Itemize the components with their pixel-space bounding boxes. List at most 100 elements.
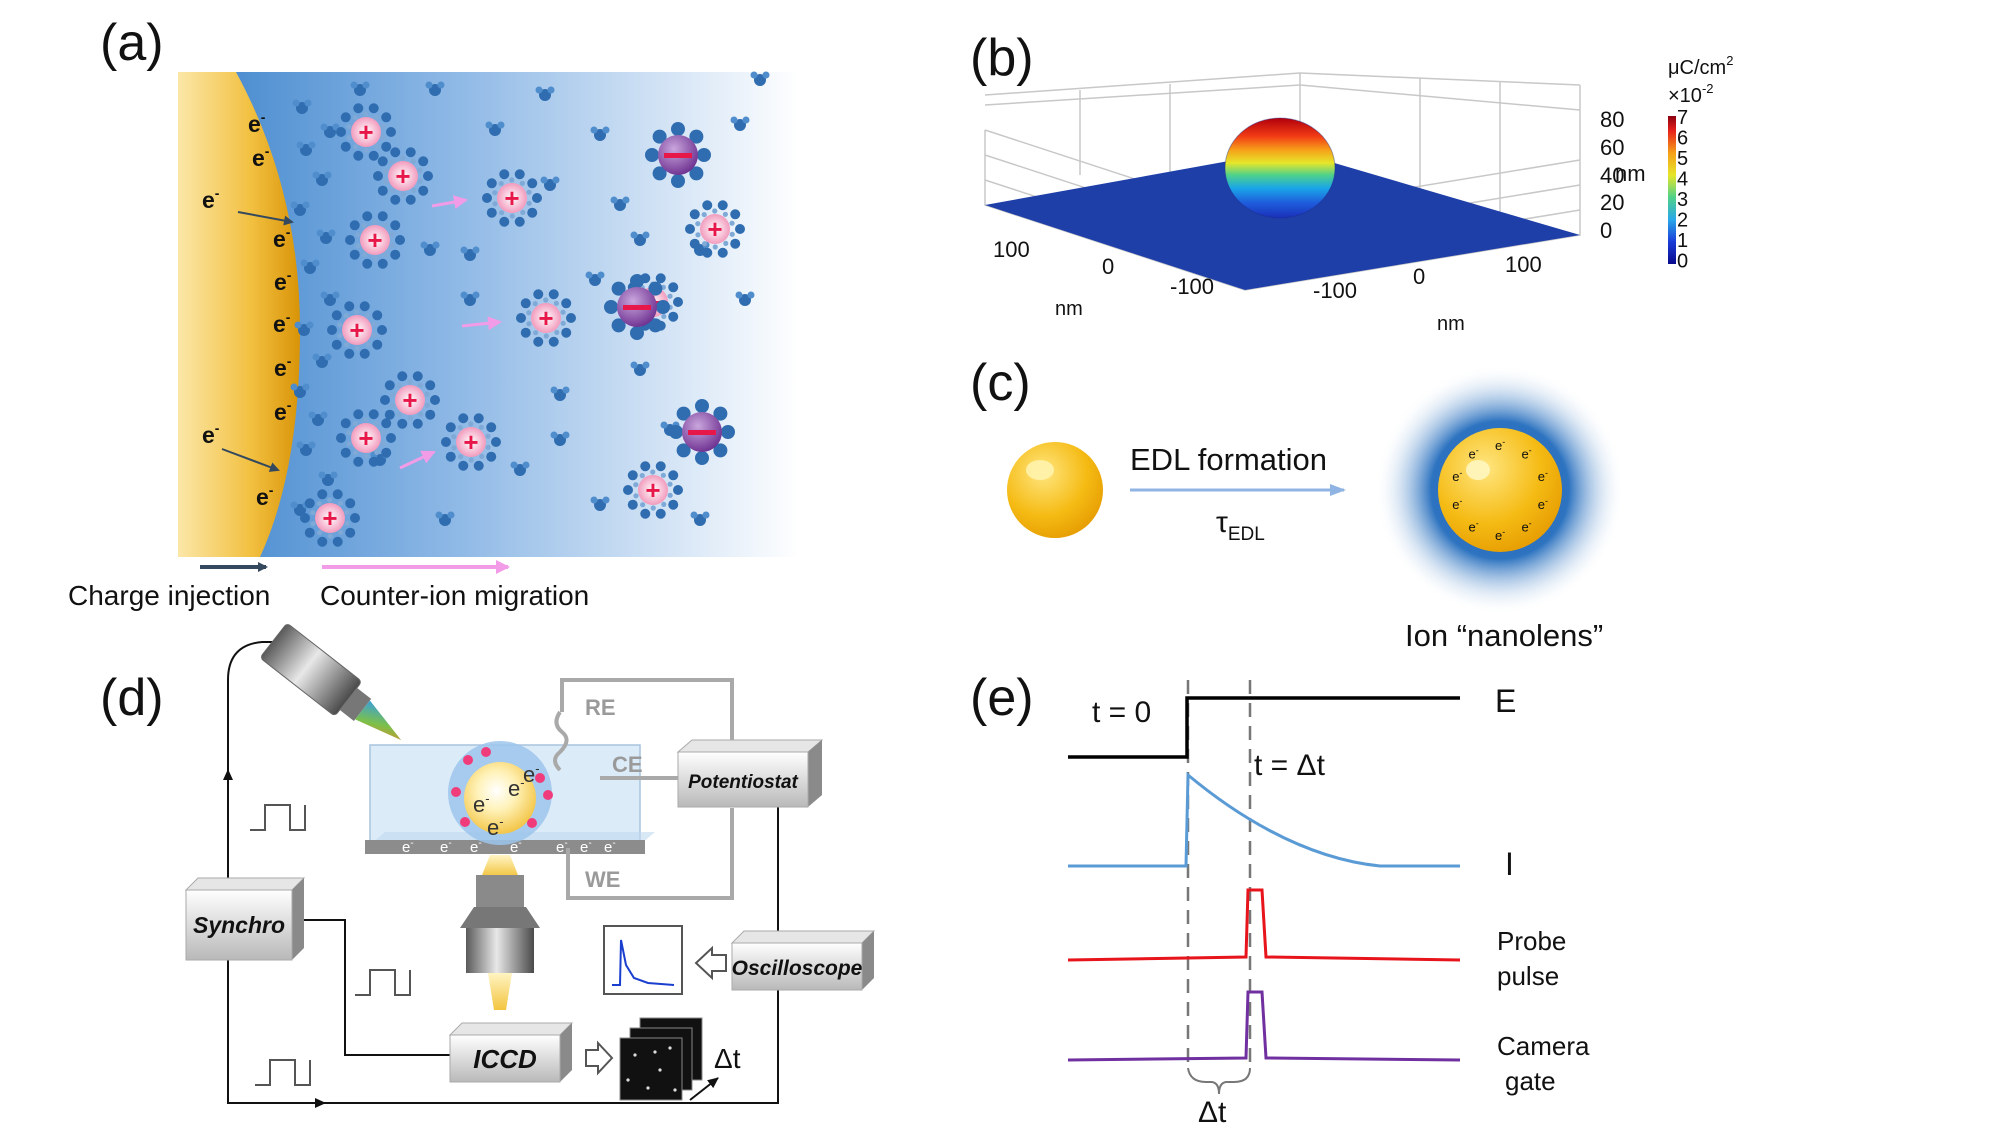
panel-c: (c) EDL formation τEDL e-e-e-e-e-e-e-e-e… — [970, 354, 1625, 653]
colorbar-scale: ×10-2 — [1668, 81, 1714, 107]
solvent-molecule — [460, 291, 480, 306]
legend-injection-text: Charge injection — [68, 580, 270, 611]
solvent-molecule — [425, 81, 445, 96]
svg-text:+: + — [707, 214, 722, 244]
hollow-arrow-to-frames — [585, 1040, 614, 1076]
solvent-molecule — [550, 431, 570, 446]
iccd-label: ICCD — [473, 1044, 537, 1074]
frame-spot — [673, 1088, 677, 1092]
solvent-molecule — [485, 121, 505, 136]
x-tick-label: -100 — [1170, 274, 1214, 299]
surface-electron: e- — [1452, 496, 1462, 512]
timing-guides — [1186, 680, 1252, 1065]
cell-electron: e- — [487, 814, 504, 840]
colorbar-tick-label: 0 — [1677, 251, 1688, 273]
camera-label-1: Camera — [1497, 1031, 1590, 1061]
we-electron: e- — [604, 838, 616, 856]
electron-label: e- — [248, 109, 266, 137]
bare-nanoparticle — [1007, 442, 1103, 538]
oscilloscope-screen — [603, 925, 683, 995]
y-tick-label: 0 — [1413, 264, 1425, 289]
solvated-cation: + — [336, 409, 396, 467]
solvent-molecules — [290, 71, 770, 526]
solvated-anion — [645, 122, 711, 188]
surface-electron: e- — [1469, 518, 1479, 534]
frame-spot — [646, 1086, 650, 1090]
electron-label: e- — [252, 143, 270, 171]
nanolens-caption: Ion “nanolens” — [1405, 618, 1603, 653]
panel-a: (a) e-e-e-e-e-e-e-e-e-e- +++++++++++++ C… — [68, 14, 800, 611]
signal-E-label: E — [1495, 683, 1516, 719]
hollow-arrow-from-oscilloscope — [694, 945, 727, 981]
injection-arrows — [221, 211, 294, 472]
we-electron: e- — [470, 838, 482, 856]
cell-cation — [527, 818, 537, 828]
solvated-anion — [604, 274, 670, 340]
svg-text:+: + — [322, 503, 337, 533]
image-frames-stack: Δt — [619, 1017, 741, 1101]
svg-text:+: + — [504, 183, 519, 213]
svg-text:+: + — [463, 427, 478, 457]
electron-labels: e-e-e-e-e-e-e-e-e-e- — [202, 109, 292, 510]
potentiostat-label: Potentiostat — [688, 772, 798, 793]
trace-I — [1068, 771, 1460, 868]
we-electron: e- — [580, 838, 592, 856]
potentiostat-box: Potentiostat — [676, 739, 824, 808]
solvent-molecule — [420, 241, 440, 256]
electrode-leads — [553, 678, 734, 900]
iccd-box: ICCD — [448, 1022, 574, 1083]
z-tick-label: 20 — [1600, 190, 1624, 215]
solvent-molecule — [316, 229, 336, 244]
solvent-molecule — [460, 246, 480, 261]
cell-cation — [481, 747, 491, 757]
legend-migration-text: Counter-ion migration — [320, 580, 589, 611]
cell-electrons: e-e-e-e- — [473, 761, 540, 840]
panel-e: (e) t = 0 t = Δt E I Probe pulse Camera … — [970, 669, 1590, 1125]
z-tick-label: 80 — [1600, 107, 1624, 132]
panel-c-label: (c) — [970, 354, 1031, 412]
electron-label: e- — [274, 397, 292, 425]
svg-text:+: + — [395, 161, 410, 191]
cell-nanoparticle — [464, 762, 536, 834]
cell-cation — [463, 755, 473, 765]
substrate-plane — [985, 150, 1580, 290]
cell-electron: e- — [523, 761, 540, 787]
surface-electron: e- — [1469, 446, 1479, 462]
solvent-molecule — [294, 321, 314, 336]
solvent-molecule — [540, 176, 560, 191]
svg-text:+: + — [402, 385, 417, 415]
solvent-molecule — [312, 171, 332, 186]
trace-camera — [1067, 990, 1461, 1062]
solvent-molecule — [296, 141, 316, 156]
panel-b-label: (b) — [970, 29, 1034, 87]
we-electrons: e-e-e-e-e-e-e- — [402, 838, 616, 856]
trace-probe — [1067, 888, 1461, 962]
colorbar-tick-label: 1 — [1677, 230, 1688, 252]
panel-d: (d) e-e-e-e-e-e- — [100, 624, 876, 1108]
solvent-molecule — [312, 353, 332, 368]
frame-spot — [626, 1078, 630, 1082]
electron-label: e- — [256, 482, 274, 510]
surface-electron: e- — [1521, 446, 1531, 462]
solvent-molecule — [290, 383, 310, 398]
cell-cation — [451, 787, 461, 797]
colorbar-gradient — [1668, 116, 1676, 264]
solvent-molecule — [350, 81, 370, 96]
charge-sphere — [1224, 117, 1336, 219]
svg-text:+: + — [645, 475, 660, 505]
we-electron: e- — [556, 838, 568, 856]
we-label: WE — [585, 867, 620, 892]
electron-label: e- — [202, 420, 220, 448]
solvent-molecule — [320, 123, 340, 138]
electrochemical-cell: e-e-e-e-e-e-e- e-e-e-e- — [365, 741, 655, 856]
electron-label: e- — [274, 353, 292, 381]
z-tick-label: 40 — [1600, 163, 1624, 188]
pulse-symbols — [250, 804, 411, 1086]
colorbar-unit: μC/cm2 — [1668, 53, 1733, 79]
